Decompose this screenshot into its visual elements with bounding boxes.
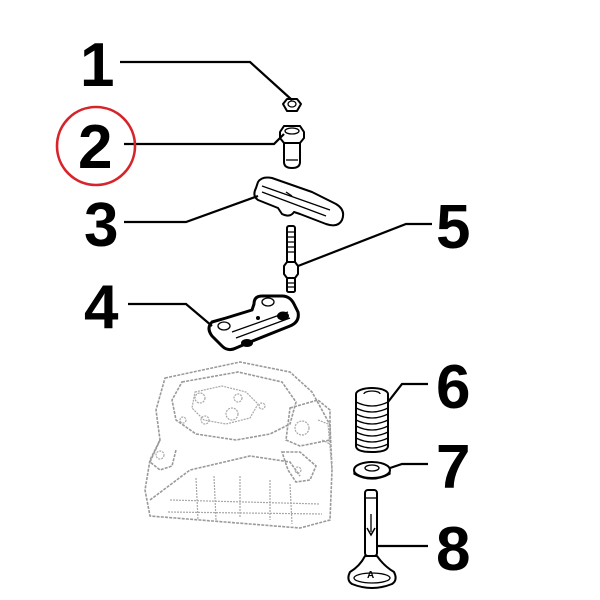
callout-8[interactable]: 8	[436, 515, 470, 584]
part-6-valve-spring[interactable]	[355, 387, 389, 453]
part-8-valve[interactable]: A	[347, 489, 397, 589]
callout-7[interactable]: 7	[436, 433, 470, 502]
callout-numbers: 1 2 3 4 5 6 7 8	[78, 31, 470, 584]
leader-5	[297, 222, 432, 268]
part-4-guide-plate[interactable]	[207, 294, 300, 352]
cylinder-head-background	[144, 361, 333, 529]
leader-lines	[120, 60, 432, 548]
part-5-rocker-stud[interactable]	[283, 225, 299, 293]
valve-marking: A	[367, 570, 374, 581]
leader-1	[120, 60, 293, 101]
leader-3	[124, 194, 259, 224]
callout-1[interactable]: 1	[80, 31, 114, 100]
leader-4	[128, 302, 213, 327]
callout-5[interactable]: 5	[436, 193, 470, 262]
part-7-spring-retainer[interactable]	[353, 461, 391, 480]
callout-4[interactable]: 4	[84, 273, 119, 342]
callout-3[interactable]: 3	[84, 191, 118, 260]
part-3-rocker-arm[interactable]	[253, 176, 345, 227]
leader-6	[387, 382, 428, 403]
leader-7	[389, 462, 428, 470]
leader-2	[124, 133, 285, 146]
highlight-circle	[55, 105, 137, 187]
part-1-nut[interactable]	[282, 98, 302, 112]
part-2-pivot-nut[interactable]	[279, 125, 305, 169]
callout-2[interactable]: 2	[78, 113, 112, 182]
callout-6[interactable]: 6	[436, 353, 470, 422]
